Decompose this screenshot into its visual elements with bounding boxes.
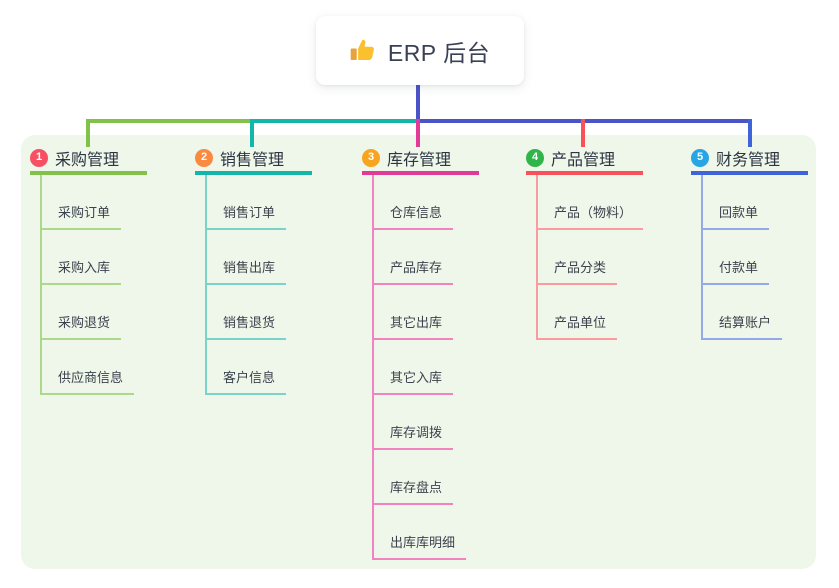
node-item[interactable]: 产品（物料） — [536, 175, 644, 230]
branch-title: 采购管理 — [55, 151, 120, 169]
node-item-label: 产品（物料） — [536, 202, 644, 230]
node-item-label: 销售退货 — [205, 312, 287, 340]
node-item[interactable]: 出库库明细 — [372, 505, 479, 560]
branch-items: 产品（物料） 产品分类 产品单位 — [536, 175, 644, 340]
node-item-label: 采购订单 — [40, 202, 122, 230]
branch-title: 产品管理 — [551, 151, 616, 169]
node-item[interactable]: 供应商信息 — [40, 340, 147, 395]
node-item[interactable]: 采购入库 — [40, 230, 147, 285]
node-item-label: 采购退货 — [40, 312, 122, 340]
node-item[interactable]: 其它出库 — [372, 285, 479, 340]
root-node-erp[interactable]: ERP 后台 — [316, 16, 524, 85]
node-item-label: 出库库明细 — [372, 532, 467, 560]
branch-header-purchase[interactable]: 1 采购管理 — [30, 147, 147, 175]
bus-segment-indigo — [418, 119, 752, 123]
branch-drop-finance — [748, 119, 752, 147]
node-item[interactable]: 结算账户 — [701, 285, 808, 340]
node-item[interactable]: 产品分类 — [536, 230, 643, 285]
node-item[interactable]: 其它入库 — [372, 340, 479, 395]
node-item-label: 采购入库 — [40, 257, 122, 285]
branch-title: 销售管理 — [220, 151, 285, 169]
branch-drop-inventory — [416, 119, 420, 147]
node-item-label: 其它入库 — [372, 367, 454, 395]
thumbs-up-icon — [350, 39, 374, 60]
branch-purchase-management: 1 采购管理 采购订单 采购入库 采购退货 供应商信息 — [30, 147, 147, 395]
branch-items: 回款单 付款单 结算账户 — [701, 175, 808, 340]
root-node-label: ERP 后台 — [387, 39, 491, 66]
branch-sales-management: 2 销售管理 销售订单 销售出库 销售退货 客户信息 — [195, 147, 312, 395]
branch-header-product[interactable]: 4 产品管理 — [526, 147, 643, 175]
node-item[interactable]: 库存调拨 — [372, 395, 479, 450]
node-item-label: 销售出库 — [205, 257, 287, 285]
node-item-label: 其它出库 — [372, 312, 454, 340]
branch-vertical-line — [205, 175, 207, 395]
branch-vertical-line — [372, 175, 374, 560]
node-item[interactable]: 销售订单 — [205, 175, 312, 230]
branch-drop-product — [581, 119, 585, 147]
bus-segment-teal — [252, 119, 418, 123]
branch-product-management: 4 产品管理 产品（物料） 产品分类 产品单位 — [526, 147, 644, 340]
branch-finance-management: 5 财务管理 回款单 付款单 结算账户 — [691, 147, 808, 340]
branch-items: 采购订单 采购入库 采购退货 供应商信息 — [40, 175, 147, 395]
node-item-label: 供应商信息 — [40, 367, 135, 395]
branches-background-panel — [21, 135, 816, 569]
branch-vertical-line — [40, 175, 42, 395]
node-item-label: 结算账户 — [701, 312, 783, 340]
badge-4: 4 — [526, 148, 544, 167]
node-item-label: 库存盘点 — [372, 477, 454, 505]
branch-header-finance[interactable]: 5 财务管理 — [691, 147, 808, 175]
node-item[interactable]: 客户信息 — [205, 340, 312, 395]
node-item-label: 付款单 — [701, 257, 770, 285]
branch-vertical-line — [701, 175, 703, 340]
branch-title: 库存管理 — [387, 151, 452, 169]
node-item-label: 产品分类 — [536, 257, 618, 285]
node-item[interactable]: 采购退货 — [40, 285, 147, 340]
branch-header-sales[interactable]: 2 销售管理 — [195, 147, 312, 175]
node-item-label: 销售订单 — [205, 202, 287, 230]
node-item-label: 客户信息 — [205, 367, 287, 395]
root-connector-line — [416, 85, 420, 122]
node-item-label: 库存调拨 — [372, 422, 454, 450]
branch-inventory-management: 3 库存管理 仓库信息 产品库存 其它出库 其它入库 库存调拨 库存盘点 出库库… — [362, 147, 479, 560]
branch-drop-sales — [250, 119, 254, 147]
node-item[interactable]: 销售退货 — [205, 285, 312, 340]
bus-segment-green — [86, 119, 252, 123]
badge-1: 1 — [30, 148, 48, 167]
node-item[interactable]: 回款单 — [701, 175, 808, 230]
branch-title: 财务管理 — [716, 151, 781, 169]
node-item[interactable]: 采购订单 — [40, 175, 147, 230]
node-item[interactable]: 仓库信息 — [372, 175, 479, 230]
node-item[interactable]: 库存盘点 — [372, 450, 479, 505]
node-item-label: 产品库存 — [372, 257, 454, 285]
badge-3: 3 — [362, 148, 380, 167]
node-item[interactable]: 销售出库 — [205, 230, 312, 285]
node-item[interactable]: 产品库存 — [372, 230, 479, 285]
badge-5: 5 — [691, 148, 709, 167]
badge-2: 2 — [195, 148, 213, 167]
branch-drop-purchase — [86, 119, 90, 147]
branch-items: 仓库信息 产品库存 其它出库 其它入库 库存调拨 库存盘点 出库库明细 — [372, 175, 479, 560]
node-item-label: 产品单位 — [536, 312, 618, 340]
node-item[interactable]: 产品单位 — [536, 285, 643, 340]
branch-header-inventory[interactable]: 3 库存管理 — [362, 147, 479, 175]
branch-vertical-line — [536, 175, 538, 340]
node-item-label: 仓库信息 — [372, 202, 454, 230]
node-item[interactable]: 付款单 — [701, 230, 808, 285]
branch-items: 销售订单 销售出库 销售退货 客户信息 — [205, 175, 312, 395]
node-item-label: 回款单 — [701, 202, 770, 230]
